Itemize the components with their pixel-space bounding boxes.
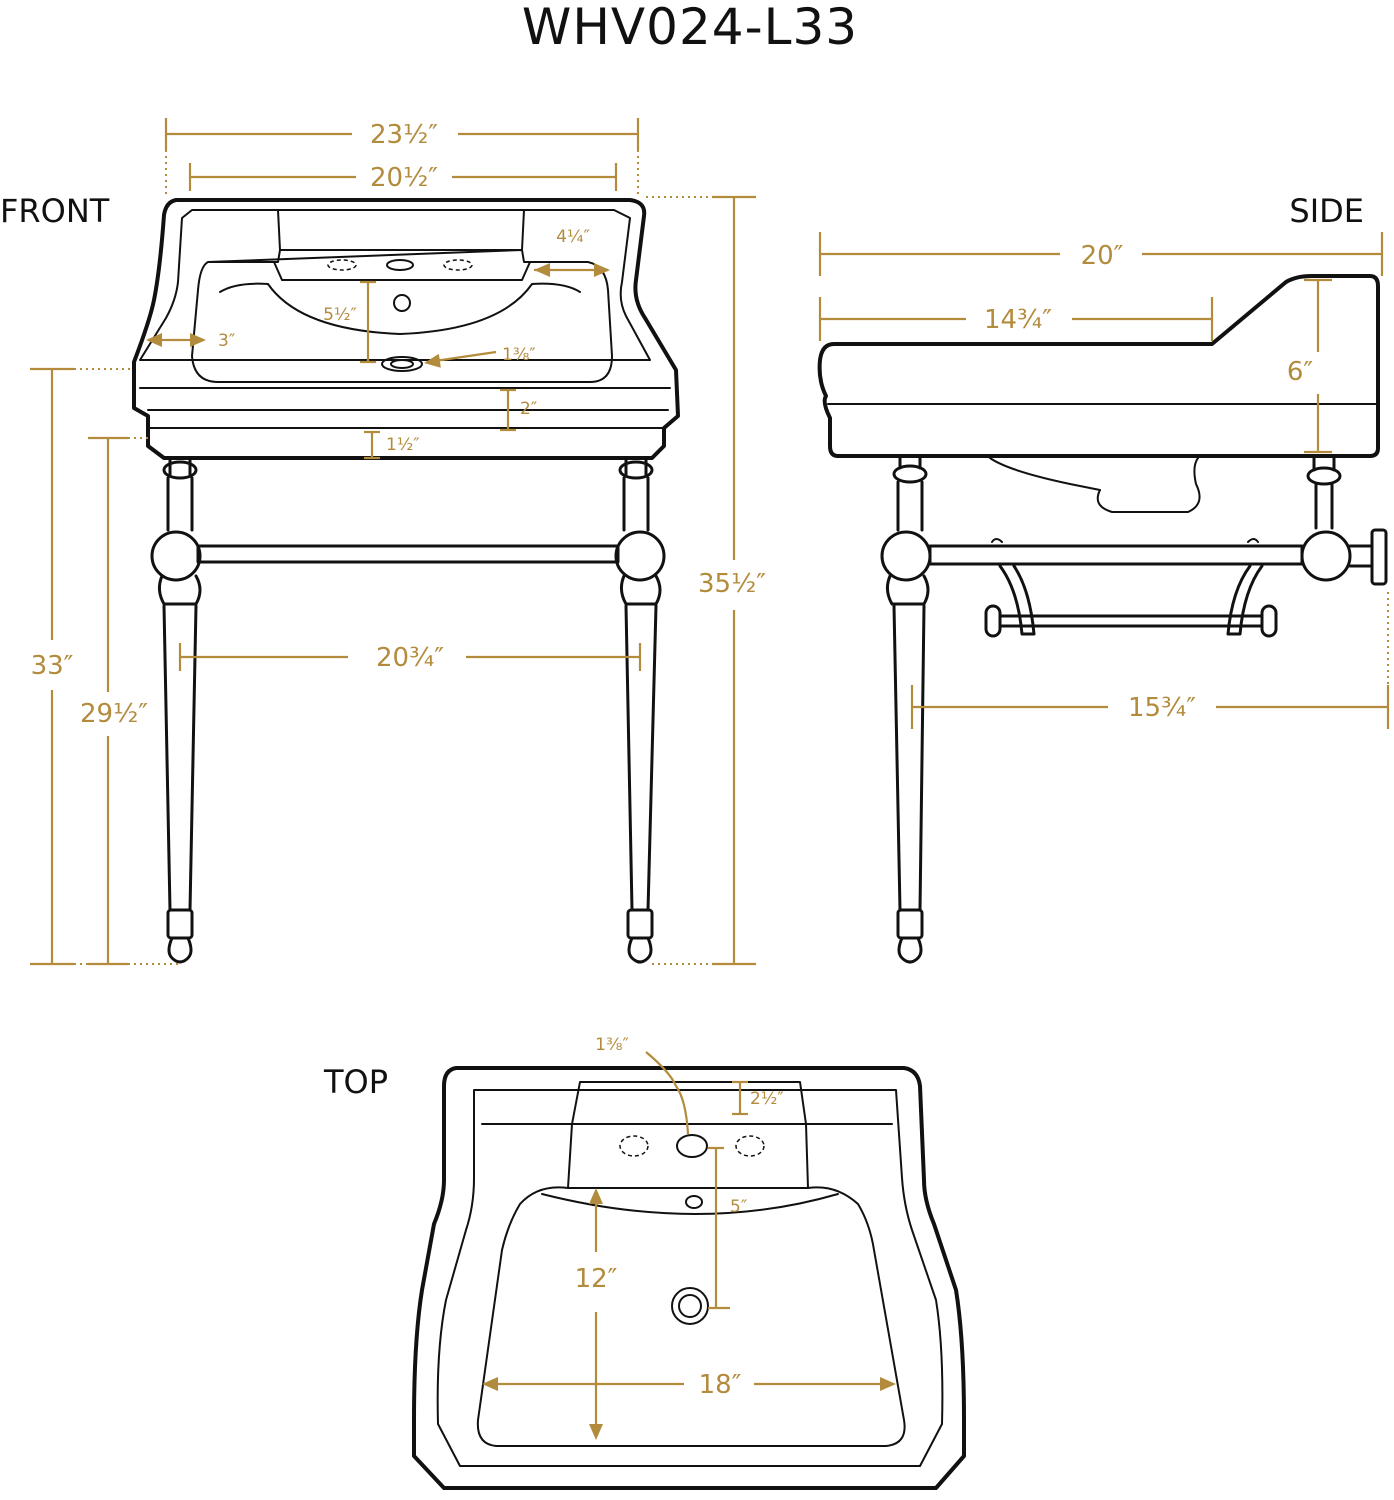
model-title: WHV024-L33 xyxy=(522,0,858,56)
dim-front-deck-depth-arrow-left xyxy=(534,263,550,277)
dim-top-bowl-width-arrow-right xyxy=(880,1377,896,1391)
dim-label-top-bowl-width: 18″ xyxy=(699,1370,742,1400)
dim-label-side-overall-depth: 20″ xyxy=(1081,241,1124,271)
dim-label-front-height-35: 35½″ xyxy=(698,569,766,599)
dim-label-front-leg-spread: 20¾″ xyxy=(376,643,444,673)
dim-front-drain-arrow xyxy=(424,353,441,368)
front-left-leg xyxy=(150,458,202,964)
dim-label-front-apron: 2″ xyxy=(520,399,537,419)
side-right-support xyxy=(1300,456,1388,586)
dim-label-top-faucet-hole: 1⅜″ xyxy=(595,1035,629,1055)
dim-label-side-leg-depth: 15¾″ xyxy=(1128,693,1196,723)
side-left-leg xyxy=(880,456,932,964)
top-view-sink xyxy=(412,1066,966,1490)
dim-front-rim-arrow-right xyxy=(190,333,206,347)
side-view-label: SIDE xyxy=(1289,192,1364,230)
dim-label-front-overall-width: 23½″ xyxy=(370,120,438,150)
dim-top-bowl-length-arrow-bottom xyxy=(589,1424,603,1440)
dim-label-front-height-29: 29½″ xyxy=(80,699,148,729)
dim-label-front-bottom-lip: 1½″ xyxy=(386,435,420,455)
dim-top-bowl-length-arrow-top xyxy=(589,1188,603,1204)
side-towel-bar xyxy=(928,538,1304,638)
front-towel-bar xyxy=(196,544,620,564)
dim-top-faucet-hole-leader xyxy=(645,1051,690,1135)
top-view-label: TOP xyxy=(323,1063,388,1101)
front-view-label: FRONT xyxy=(0,192,110,230)
dim-label-top-drain-offset: 5″ xyxy=(730,1197,747,1217)
dim-label-front-bowl-depth: 5½″ xyxy=(323,305,357,325)
dim-label-top-bowl-length: 12″ xyxy=(575,1264,618,1294)
dim-front-rim-arrow-left xyxy=(146,333,162,347)
dim-label-top-deck: 2½″ xyxy=(750,1089,784,1109)
front-view-sink xyxy=(132,198,680,460)
front-right-leg xyxy=(614,458,666,964)
dim-label-front-deck-depth: 4¼″ xyxy=(556,227,590,247)
dim-label-side-basin-depth: 14¾″ xyxy=(984,305,1052,335)
dim-label-front-rim: 3″ xyxy=(218,331,235,351)
dim-label-front-basin-width: 20½″ xyxy=(370,163,438,193)
dim-label-front-drain: 1⅜″ xyxy=(502,345,536,365)
dim-top-bowl-width-arrow-left xyxy=(482,1377,498,1391)
side-view-sink xyxy=(817,274,1380,513)
dim-front-deck-depth-arrow-right xyxy=(594,263,610,277)
dim-label-front-height-33: 33″ xyxy=(31,651,74,681)
dimension-annotations: 23½″ 20½″ 4¼″ 3″ 5½″ 1⅜″ 2″ 1½″ 20¾″ 33″29½″ 35½″ 2… xyxy=(30,118,1390,1440)
dim-label-side-backsplash: 6″ xyxy=(1287,357,1314,387)
